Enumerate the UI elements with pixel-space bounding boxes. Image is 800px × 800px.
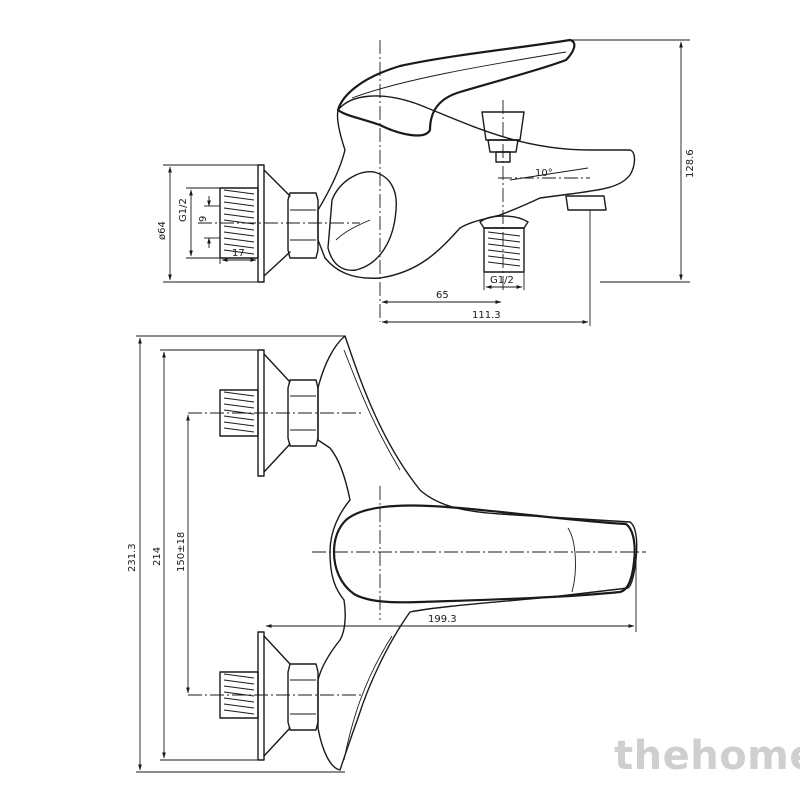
dim-spout-thread: G1/2 <box>490 275 514 286</box>
dim-side-nut: 9 <box>198 216 209 222</box>
dim-height: 128.6 <box>685 149 696 178</box>
dim-side-offset: 17 <box>232 248 245 259</box>
front-lower-nut <box>287 663 319 731</box>
dim-side-diameter: ø64 <box>157 221 168 240</box>
dim-side-thread: G1/2 <box>178 198 189 222</box>
side-cartridge <box>327 171 397 271</box>
side-view: ø64 G1/2 9 17 10° 128.6 G1/2 65 111.3 <box>157 38 696 326</box>
front-upper-nut <box>287 379 319 447</box>
dim-spout-angle: 10° <box>535 168 553 179</box>
dim-flange-span: 214 <box>152 547 163 566</box>
dim-total-height: 231.3 <box>127 543 138 572</box>
dim-spout-offset: 65 <box>436 290 449 301</box>
front-view: 231.3 214 150±18 199.3 <box>127 335 646 773</box>
dim-lever-length: 199.3 <box>428 614 457 625</box>
spout-aerator <box>565 195 607 211</box>
front-lever <box>332 504 636 604</box>
side-body <box>317 95 636 279</box>
side-wall-flange <box>257 164 265 283</box>
watermark-logo: thehome <box>614 733 800 779</box>
front-lower-flange <box>257 631 265 761</box>
diverter-knob <box>481 111 525 141</box>
dim-spout-reach: 111.3 <box>472 310 501 321</box>
side-hex-nut <box>287 192 319 259</box>
front-body <box>317 335 638 771</box>
dim-inlet-spacing: 150±18 <box>176 532 187 572</box>
shower-outlet-thread <box>479 215 529 273</box>
side-lever <box>336 38 576 137</box>
